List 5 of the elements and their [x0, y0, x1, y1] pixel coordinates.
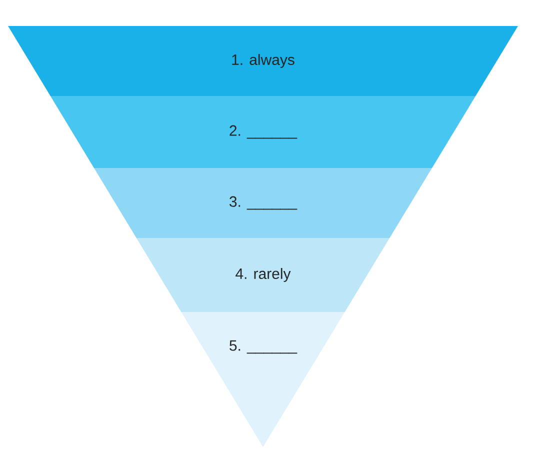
pyramid-band: 5. ______ [181, 312, 345, 447]
pyramid-band: 3. ______ [94, 168, 432, 238]
pyramid-band: 2. ______ [50, 96, 476, 168]
pyramid-band: 4. rarely [136, 238, 390, 312]
pyramid-band: 1. always [8, 26, 518, 96]
